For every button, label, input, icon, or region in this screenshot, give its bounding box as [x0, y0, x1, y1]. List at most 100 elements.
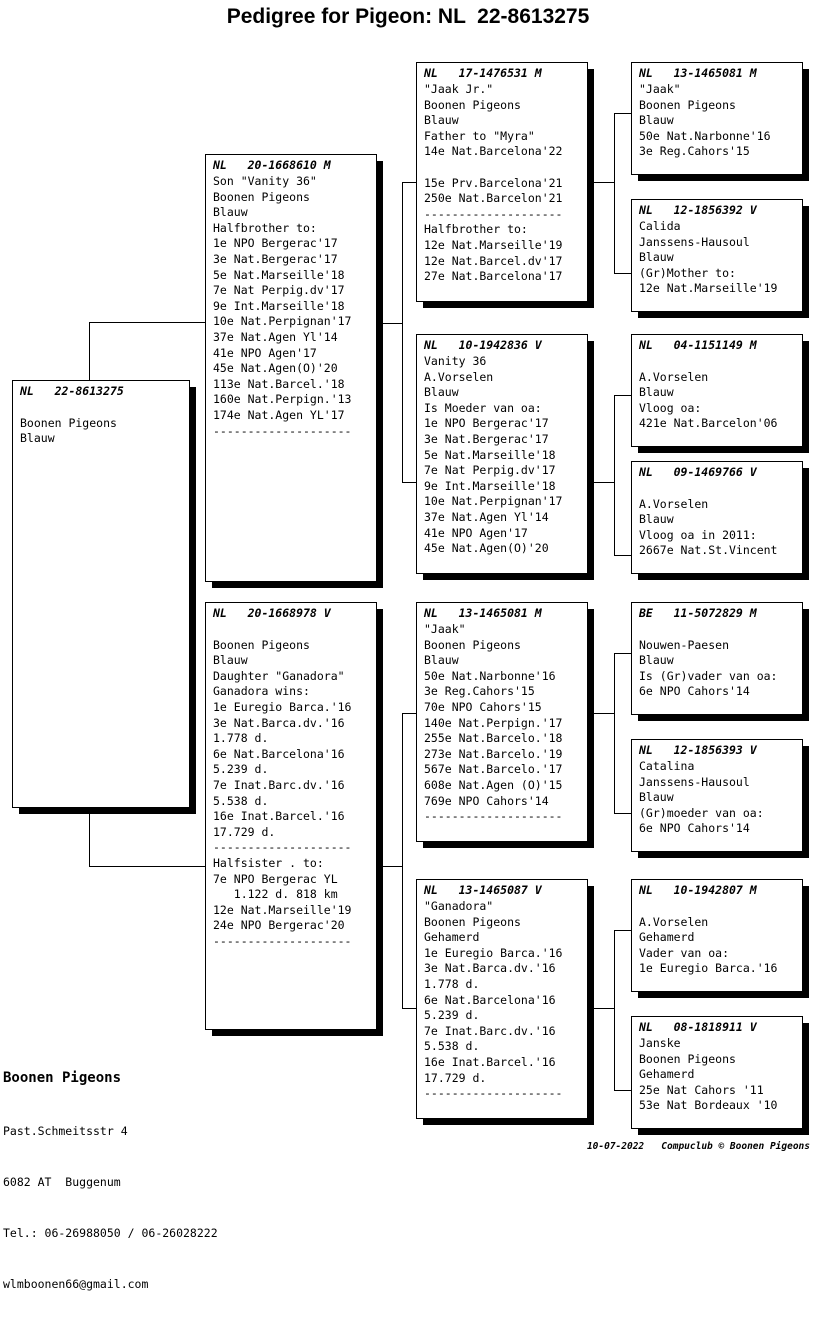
- pedigree-box-sire[interactable]: NL 20-1668610 M Son "Vanity 36"Boonen Pi…: [205, 154, 383, 588]
- pedigree-box-father-father[interactable]: NL 17-1476531 M "Jaak Jr."Boonen Pigeons…: [416, 62, 594, 308]
- pigeon-ring-id: NL 10-1942836 V: [424, 338, 542, 352]
- detail-line: --------------------: [213, 423, 352, 438]
- detail-line: Boonen Pigeons: [424, 97, 521, 112]
- detail-line: Gehamerd: [639, 930, 695, 945]
- detail-line: --------------------: [424, 809, 563, 824]
- detail-line: 25e Nat Cahors '11: [639, 1082, 764, 1097]
- box-shadow-bottom: [638, 714, 809, 721]
- detail-line: Blauw: [424, 385, 459, 400]
- detail-line: 17.729 d.: [424, 1070, 487, 1085]
- detail-line: Son "Vanity 36": [213, 174, 317, 188]
- detail-line: 3e Reg.Cahors'15: [424, 684, 535, 699]
- detail-line: 12e Nat.Marseille'19: [213, 902, 352, 917]
- detail-line: 7e Nat Perpig.dv'17: [424, 463, 556, 478]
- detail-line: 1e NPO Bergerac'17: [213, 236, 338, 251]
- pigeon-ring-id: NL 20-1668978 V: [213, 606, 331, 620]
- detail-line: 140e Nat.Perpign.'17: [424, 715, 563, 730]
- connector-mm-parents-vertical: [614, 930, 615, 1090]
- detail-line: Halfbrother to:: [424, 222, 528, 237]
- connector-fm-fmm: [614, 555, 631, 556]
- detail-line: 1.122 d. 818 km: [213, 887, 338, 902]
- detail-line: 6e Nat.Barcelona'16: [213, 746, 345, 761]
- detail-line: Blauw: [213, 653, 248, 668]
- detail-line: Calida: [639, 219, 681, 233]
- pigeon-ring-id: NL 17-1476531 M: [424, 66, 542, 80]
- detail-line: --------------------: [424, 206, 563, 221]
- detail-line: 1e Euregio Barca.'16: [639, 961, 778, 976]
- box-shadow-bottom: [638, 174, 809, 181]
- detail-line: 17.729 d.: [213, 824, 276, 839]
- detail-line: (Gr)moeder van oa:: [639, 805, 764, 820]
- detail-line: 37e Nat.Agen Yl'14: [424, 509, 549, 524]
- detail-line: 273e Nat.Barcelo.'19: [424, 746, 563, 761]
- detail-line: 3e Nat.Bergerac'17: [213, 251, 338, 266]
- pedigree-box-mother-mother[interactable]: NL 13-1465087 V "Ganadora"Boonen Pigeons…: [416, 879, 594, 1125]
- connector-ff-stub: [592, 182, 615, 183]
- box-shadow-right: [587, 886, 594, 1125]
- pigeon-ring-id: NL 22-8613275: [20, 384, 124, 398]
- detail-line: Blauw: [639, 512, 674, 527]
- detail-line: Boonen Pigeons: [424, 914, 521, 929]
- detail-line: 5e Nat.Marseille'18: [213, 267, 345, 282]
- detail-line: 12e Nat.Marseille'19: [424, 237, 563, 252]
- detail-line: 50e Nat.Narbonne'16: [639, 128, 771, 143]
- box-shadow-bottom: [423, 1118, 594, 1125]
- detail-line: Blauw: [639, 113, 674, 128]
- detail-line: [424, 160, 587, 176]
- detail-line: 9e Int.Marseille'18: [213, 298, 345, 313]
- pigeon-ring-id: NL 13-1465087 V: [424, 883, 542, 897]
- connector-ff-ffm: [614, 273, 631, 274]
- detail-line: 41e NPO Agen'17: [213, 345, 317, 360]
- connector-subject-dam-horizontal: [89, 866, 205, 867]
- box-shadow-right: [587, 341, 594, 580]
- detail-line: Ganadora wins:: [213, 684, 310, 699]
- detail-line: 3e Nat.Barca.dv.'16: [424, 961, 556, 976]
- detail-line: [213, 622, 376, 638]
- detail-line: Nouwen-Paesen: [639, 637, 730, 652]
- pigeon-ring-id: BE 11-5072829 M: [639, 606, 757, 620]
- detail-line: (Gr)Mother to:: [639, 265, 736, 280]
- box-shadow-right: [189, 387, 196, 814]
- detail-line: 255e Nat.Barcelo.'18: [424, 731, 563, 746]
- detail-line: 113e Nat.Barcel.'18: [213, 376, 345, 391]
- detail-line: 14e Nat.Barcelona'22: [424, 144, 563, 159]
- box-shadow-bottom: [638, 446, 809, 453]
- detail-line: 769e NPO Cahors'14: [424, 793, 549, 808]
- box-shadow-bottom: [212, 1029, 383, 1036]
- detail-line: 1e Euregio Barca.'16: [213, 699, 352, 714]
- pigeon-ring-id: NL 13-1465081 M: [639, 66, 757, 80]
- detail-line: [639, 354, 802, 370]
- detail-line: Catalina: [639, 759, 695, 773]
- detail-line: A.Vorselen: [424, 369, 494, 384]
- detail-line: Gehamerd: [639, 1067, 695, 1082]
- detail-line: 6e NPO Cahors'14: [639, 684, 750, 699]
- detail-line: Vloog oa:: [639, 400, 702, 415]
- detail-line: 27e Nat.Barcelona'17: [424, 269, 563, 284]
- detail-line: 9e Int.Marseille'18: [424, 478, 556, 493]
- connector-mf-stub: [592, 713, 615, 714]
- detail-line: 3e Nat.Bergerac'17: [424, 431, 549, 446]
- detail-line: 41e NPO Agen'17: [424, 525, 528, 540]
- pedigree-sheet: Pedigree for Pigeon: NL 22-8613275 NL 22…: [3, 5, 810, 1291]
- detail-line: Boonen Pigeons: [213, 189, 310, 204]
